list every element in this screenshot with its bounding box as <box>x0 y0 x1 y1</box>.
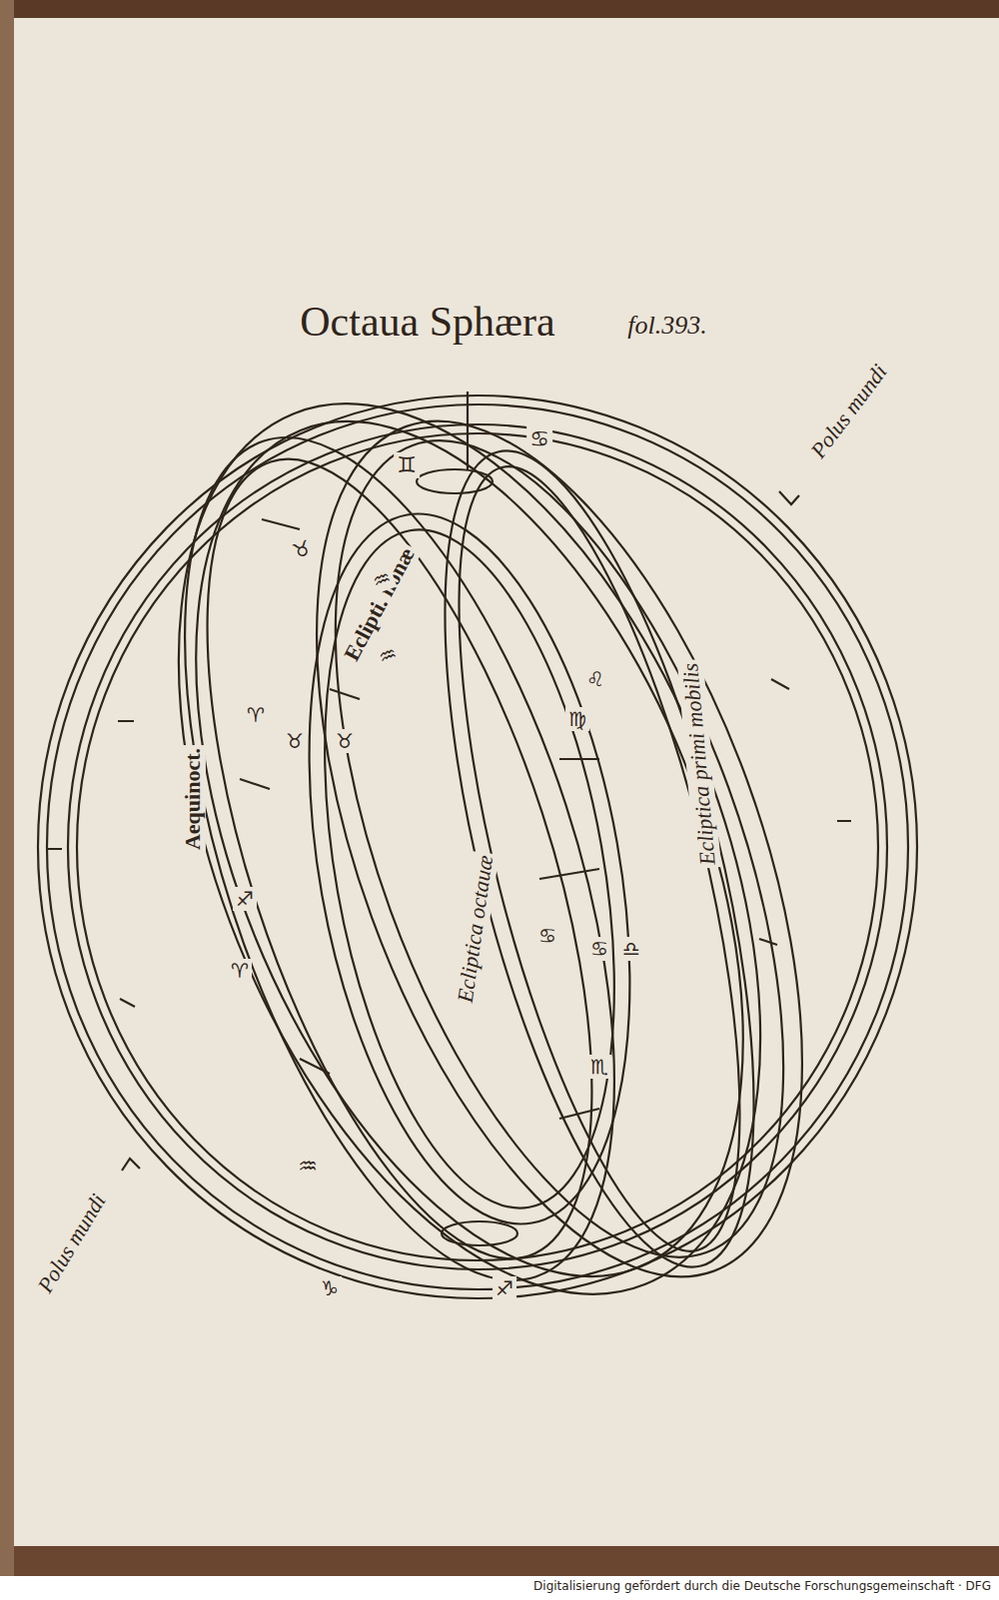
pole-label: Polus mundi <box>803 357 895 467</box>
zodiac-sign: ♐ <box>492 1276 517 1301</box>
zodiac-sign: ♒ <box>294 1153 321 1180</box>
ring-label: Ecliptica primi mobilis <box>677 659 722 870</box>
zodiac-sign: ♉ <box>282 729 307 754</box>
zodiac-sign: ♎ <box>619 937 644 962</box>
zodiac-sign: ♈ <box>227 959 252 984</box>
zodiac-sign: ♋ <box>587 937 612 962</box>
zodiac-sign: ♋ <box>535 924 560 949</box>
book-edge <box>0 0 999 18</box>
ring-label: Ecliptica octauæ <box>451 851 499 1008</box>
book-edge <box>0 1546 999 1579</box>
folio-number: fol.393. <box>627 311 707 341</box>
footer-credit: Digitalisierung gefördert durch die Deut… <box>533 1580 992 1594</box>
zodiac-sign: ♋ <box>526 426 553 453</box>
zodiac-sign: ♏ <box>587 1054 612 1079</box>
zodiac-sign: ♐ <box>232 887 257 912</box>
zodiac-sign: ♉ <box>332 729 357 754</box>
book-edge <box>0 0 14 1579</box>
ring-label: Aequinoct. <box>179 745 206 854</box>
zodiac-sign: ♒ <box>372 640 404 672</box>
zodiac-sign: ♊ <box>393 452 420 479</box>
pole-label: Polus mundi <box>30 1186 114 1300</box>
zodiac-sign: ♍ <box>565 707 590 732</box>
title: Octaua Sphæra <box>299 298 555 345</box>
rings <box>37 320 918 1379</box>
zodiac-sign: ♌ <box>583 667 608 692</box>
zodiac-sign: ♈ <box>243 703 268 728</box>
zodiac-sign: ♑ <box>317 1276 342 1301</box>
zodiac-sign: ♉ <box>286 534 318 566</box>
